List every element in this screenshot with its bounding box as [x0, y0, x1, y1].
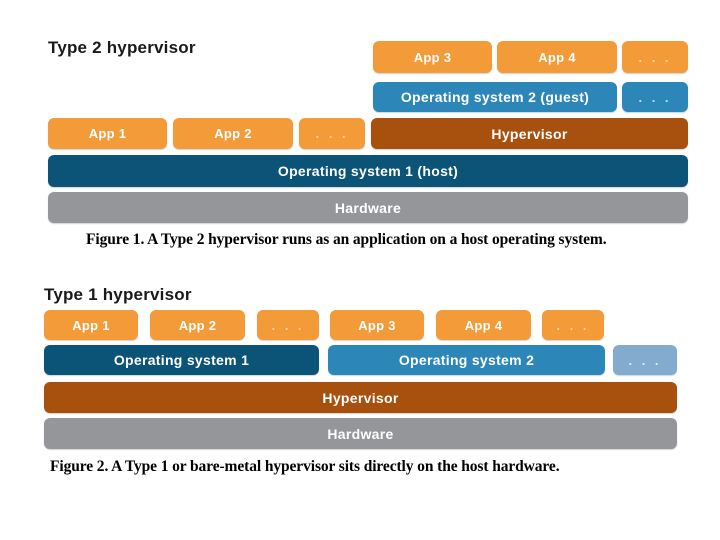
figure1-hardware-block: Hardware — [48, 192, 688, 223]
figure1-guest-operating-system-more-block: . . . — [622, 82, 688, 112]
figure2-app-4-block: App 4 — [436, 310, 531, 340]
figure2-operating-system-2-block: Operating system 2 — [328, 345, 605, 375]
figure2-app-3-block: App 3 — [330, 310, 424, 340]
figure1-host-app-2-block: App 2 — [173, 118, 293, 149]
figure1-host-app-1-block: App 1 — [48, 118, 167, 149]
figure2-app-more-right-block: . . . — [542, 310, 604, 340]
figure1-host-app-more-block: . . . — [299, 118, 365, 149]
type-2-hypervisor-heading: Type 2 hypervisor — [48, 38, 196, 57]
figure1-caption: Figure 1. A Type 2 hypervisor runs as an… — [86, 231, 607, 248]
figure1-guest-operating-system-block: Operating system 2 (guest) — [373, 82, 617, 112]
figure2-caption: Figure 2. A Type 1 or bare-metal hypervi… — [50, 458, 560, 475]
figure2-app-1-block: App 1 — [44, 310, 138, 340]
type-1-hypervisor-heading: Type 1 hypervisor — [44, 285, 192, 304]
figure1-guest-app-more-block: . . . — [622, 41, 688, 73]
figure2-operating-system-more-block: . . . — [613, 345, 677, 375]
figure1-guest-app-4-block: App 4 — [497, 41, 617, 73]
figure1-guest-app-3-block: App 3 — [373, 41, 492, 73]
figure1-hypervisor-block: Hypervisor — [371, 118, 688, 149]
figure1-host-operating-system-block: Operating system 1 (host) — [48, 155, 688, 187]
figure2-app-more-left-block: . . . — [257, 310, 319, 340]
figure2-app-2-block: App 2 — [150, 310, 245, 340]
figure2-hardware-block: Hardware — [44, 418, 677, 449]
figure2-hypervisor-block: Hypervisor — [44, 382, 677, 413]
figure2-operating-system-1-block: Operating system 1 — [44, 345, 319, 375]
